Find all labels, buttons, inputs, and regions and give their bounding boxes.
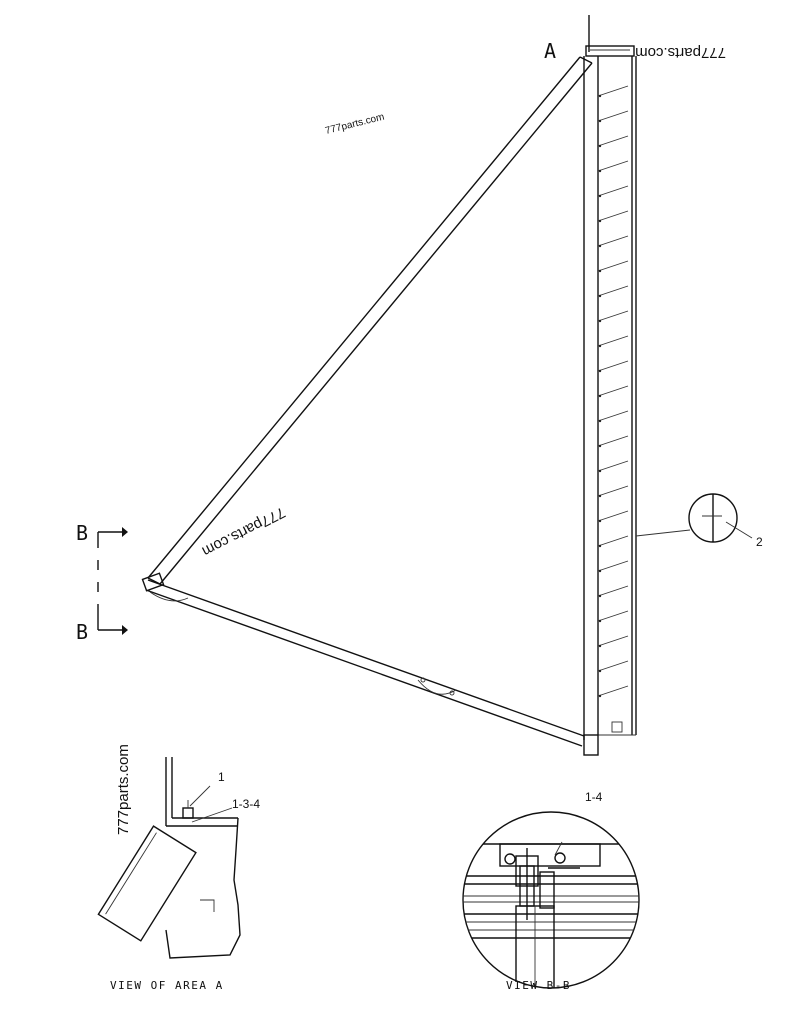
slat-pin: [598, 94, 602, 98]
slat-pin: [598, 394, 602, 398]
callout-item-1: 1: [218, 770, 225, 784]
view-of-area-a: [97, 757, 241, 959]
louver-slat: [597, 460, 629, 472]
slat-pin: [598, 519, 602, 523]
slat-pin: [598, 369, 602, 373]
louver-slat: [597, 185, 629, 197]
louver-slat: [597, 635, 629, 647]
louver-slat: [597, 210, 629, 222]
pivot-joint: [141, 572, 165, 592]
lower-strut: [145, 579, 585, 747]
watermark-middle: 777parts.com: [199, 503, 288, 559]
watermark-bottom-left: 777parts.com: [115, 744, 132, 835]
watermark-top-small: 777parts.com: [324, 112, 385, 137]
louver-slat: [597, 535, 629, 547]
louver-slat: [597, 160, 629, 172]
louver-slat: [597, 610, 629, 622]
callout-item-1-3-4: 1-3-4: [232, 797, 260, 811]
slat-pin: [598, 169, 602, 173]
louver-slat: [597, 85, 629, 97]
slat-pin: [598, 469, 602, 473]
slat-pin: [598, 244, 602, 248]
label-section-b-top: B: [76, 521, 88, 545]
hinged-panel: [97, 825, 197, 942]
louver-slat: [597, 685, 629, 697]
upper-strut: [147, 56, 593, 585]
view-b-b: [462, 811, 640, 989]
caption-view-of-area-a: VIEW OF AREA A: [110, 979, 224, 992]
slat-pin: [598, 294, 602, 298]
louver-slat: [597, 385, 629, 397]
vertical-panel: [583, 56, 637, 756]
louver-slat: [597, 310, 629, 322]
louver-slat: [597, 360, 629, 372]
slat-pin: [598, 219, 602, 223]
slat-pin: [598, 344, 602, 348]
caption-view-b-b: VIEW B-B: [506, 979, 571, 992]
slat-pin: [598, 669, 602, 673]
slat-pin: [598, 194, 602, 198]
louver-slat: [597, 660, 629, 672]
watermark-top-right: 777parts.com: [635, 44, 726, 61]
callout-item-1-4: 1-4: [585, 790, 603, 804]
slat-pin: [598, 644, 602, 648]
slat-pin: [598, 319, 602, 323]
louver-slat: [597, 335, 629, 347]
louver-slat: [597, 235, 629, 247]
louver-slat: [597, 585, 629, 597]
louver-slat: [597, 435, 629, 447]
label-area-a: A: [544, 39, 556, 63]
slat-pin: [598, 694, 602, 698]
label-section-b-bottom: B: [76, 620, 88, 644]
louver-slat: [597, 110, 629, 122]
louver-slat: [597, 135, 629, 147]
slat-pin: [598, 544, 602, 548]
louver-slat: [597, 510, 629, 522]
louver-slat: [597, 410, 629, 422]
slat-pin: [598, 619, 602, 623]
slat-pin: [598, 444, 602, 448]
slat-pin: [598, 144, 602, 148]
detail-circle: [635, 493, 753, 543]
slat-pin: [598, 419, 602, 423]
louver-slat: [597, 260, 629, 272]
louver-slat: [597, 285, 629, 297]
slat-pin: [598, 119, 602, 123]
slat-pin: [598, 569, 602, 573]
section-b-marker: [97, 527, 128, 635]
main-assembly: [97, 15, 753, 756]
louver-slat: [597, 560, 629, 572]
louver-slats: [597, 85, 629, 698]
slat-pin: [598, 494, 602, 498]
top-bracket: [585, 15, 635, 57]
slat-pin: [598, 594, 602, 598]
callout-item-2: 2: [756, 535, 763, 549]
louver-slat: [597, 485, 629, 497]
slat-pin: [598, 269, 602, 273]
